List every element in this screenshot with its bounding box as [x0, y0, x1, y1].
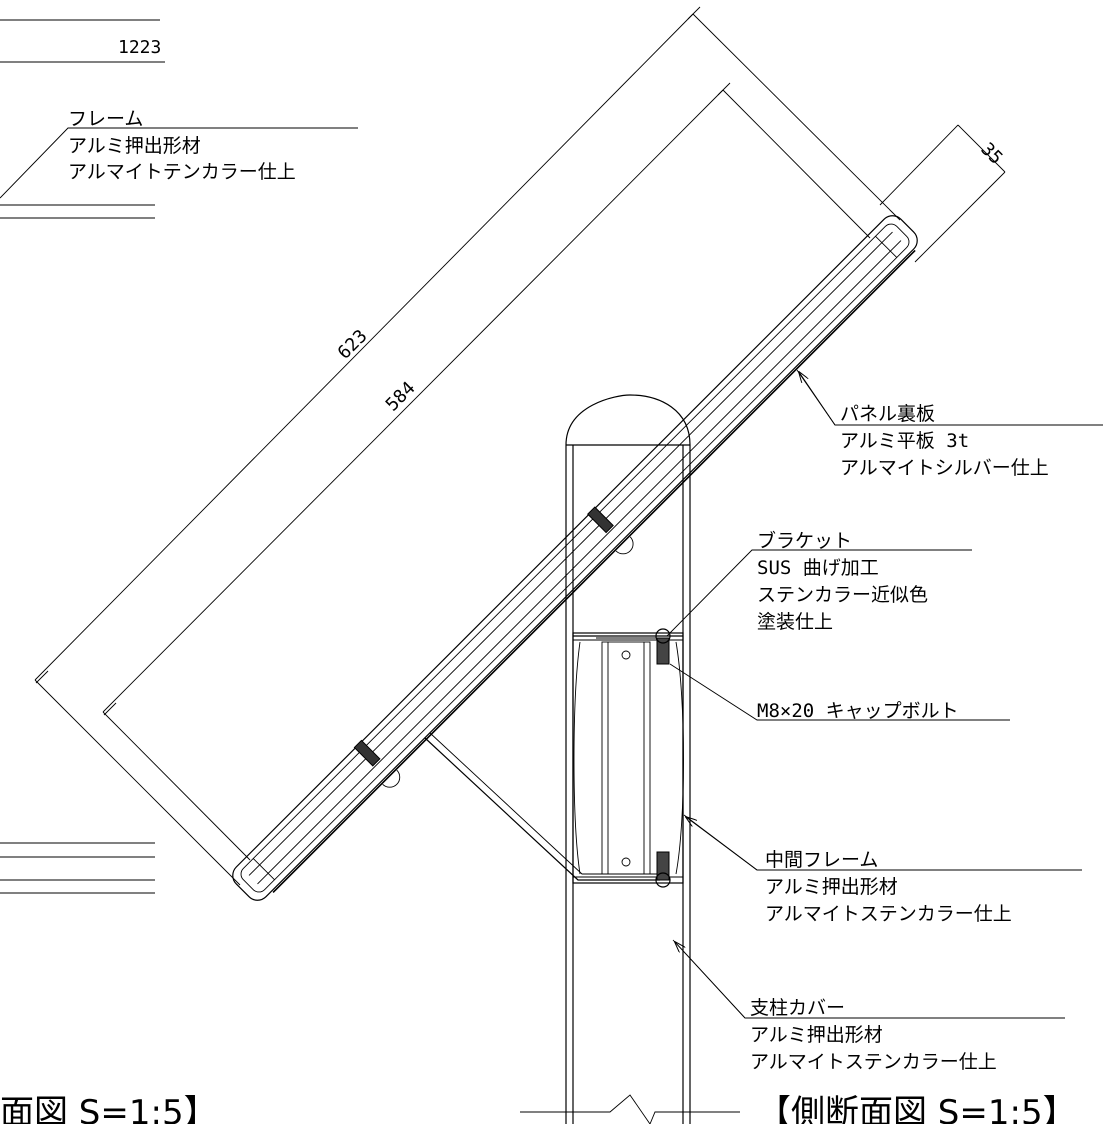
- back-panel-finish: アルマイトシルバー仕上: [840, 457, 1049, 479]
- dim-frame-outer: 623: [334, 326, 372, 364]
- frame-material: アルミ押出形材: [68, 135, 201, 157]
- post-cover-finish: アルマイトステンカラー仕上: [750, 1051, 997, 1073]
- bolt-title: M8×20 キャップボルト: [757, 700, 959, 722]
- post-cover-material: アルミ押出形材: [750, 1024, 883, 1046]
- bracket-title: ブラケット: [757, 529, 852, 552]
- callout-bolt: M8×20 キャップボルト: [757, 700, 959, 722]
- back-panel-material: アルミ平板 3t: [840, 430, 969, 452]
- middle-frame-finish: アルマイトステンカラー仕上: [765, 903, 1012, 925]
- cap-bolts: [655, 628, 671, 888]
- bracket-shape: [424, 635, 683, 881]
- frame-finish: アルマイトテンカラー仕上: [68, 161, 296, 183]
- tilted-panel: [232, 215, 918, 901]
- callout-back-panel: パネル裏板 アルミ平板 3t アルマイトシルバー仕上: [840, 403, 1049, 479]
- bracket-material: SUS 曲げ加工: [757, 557, 879, 579]
- leader-lines: [0, 127, 1103, 1019]
- callout-frame: フレーム アルミ押出形材 アルマイトテンカラー仕上: [68, 108, 296, 183]
- bracket-color: ステンカラー近似色: [757, 584, 928, 606]
- middle-frame-title: 中間フレーム: [765, 849, 878, 871]
- dim-overall-width: 1223: [118, 37, 161, 58]
- dim-frame-inner: 584: [382, 378, 420, 416]
- post-cover-shape: [565, 394, 691, 1124]
- frame-title: フレーム: [68, 108, 143, 130]
- middle-frame-shape: [572, 632, 684, 884]
- middle-frame-material: アルミ押出形材: [765, 876, 898, 898]
- right-view-title: 【側断面図 S=1:5】: [757, 1093, 1077, 1124]
- post-cover-title: 支柱カバー: [750, 997, 845, 1019]
- dim-frame-depth: 35: [976, 139, 1006, 169]
- callout-bracket: ブラケット SUS 曲げ加工 ステンカラー近似色 塗装仕上: [757, 529, 928, 633]
- back-panel-title: パネル裏板: [840, 403, 935, 425]
- bracket-finish: 塗装仕上: [757, 610, 833, 633]
- left-view-title: 面図 S=1:5】: [0, 1093, 218, 1124]
- break-line: [520, 1094, 740, 1124]
- callout-middle-frame: 中間フレーム アルミ押出形材 アルマイトステンカラー仕上: [765, 849, 1012, 925]
- callout-post-cover: 支柱カバー アルミ押出形材 アルマイトステンカラー仕上: [750, 997, 997, 1073]
- left-elevation-lines: [0, 19, 165, 894]
